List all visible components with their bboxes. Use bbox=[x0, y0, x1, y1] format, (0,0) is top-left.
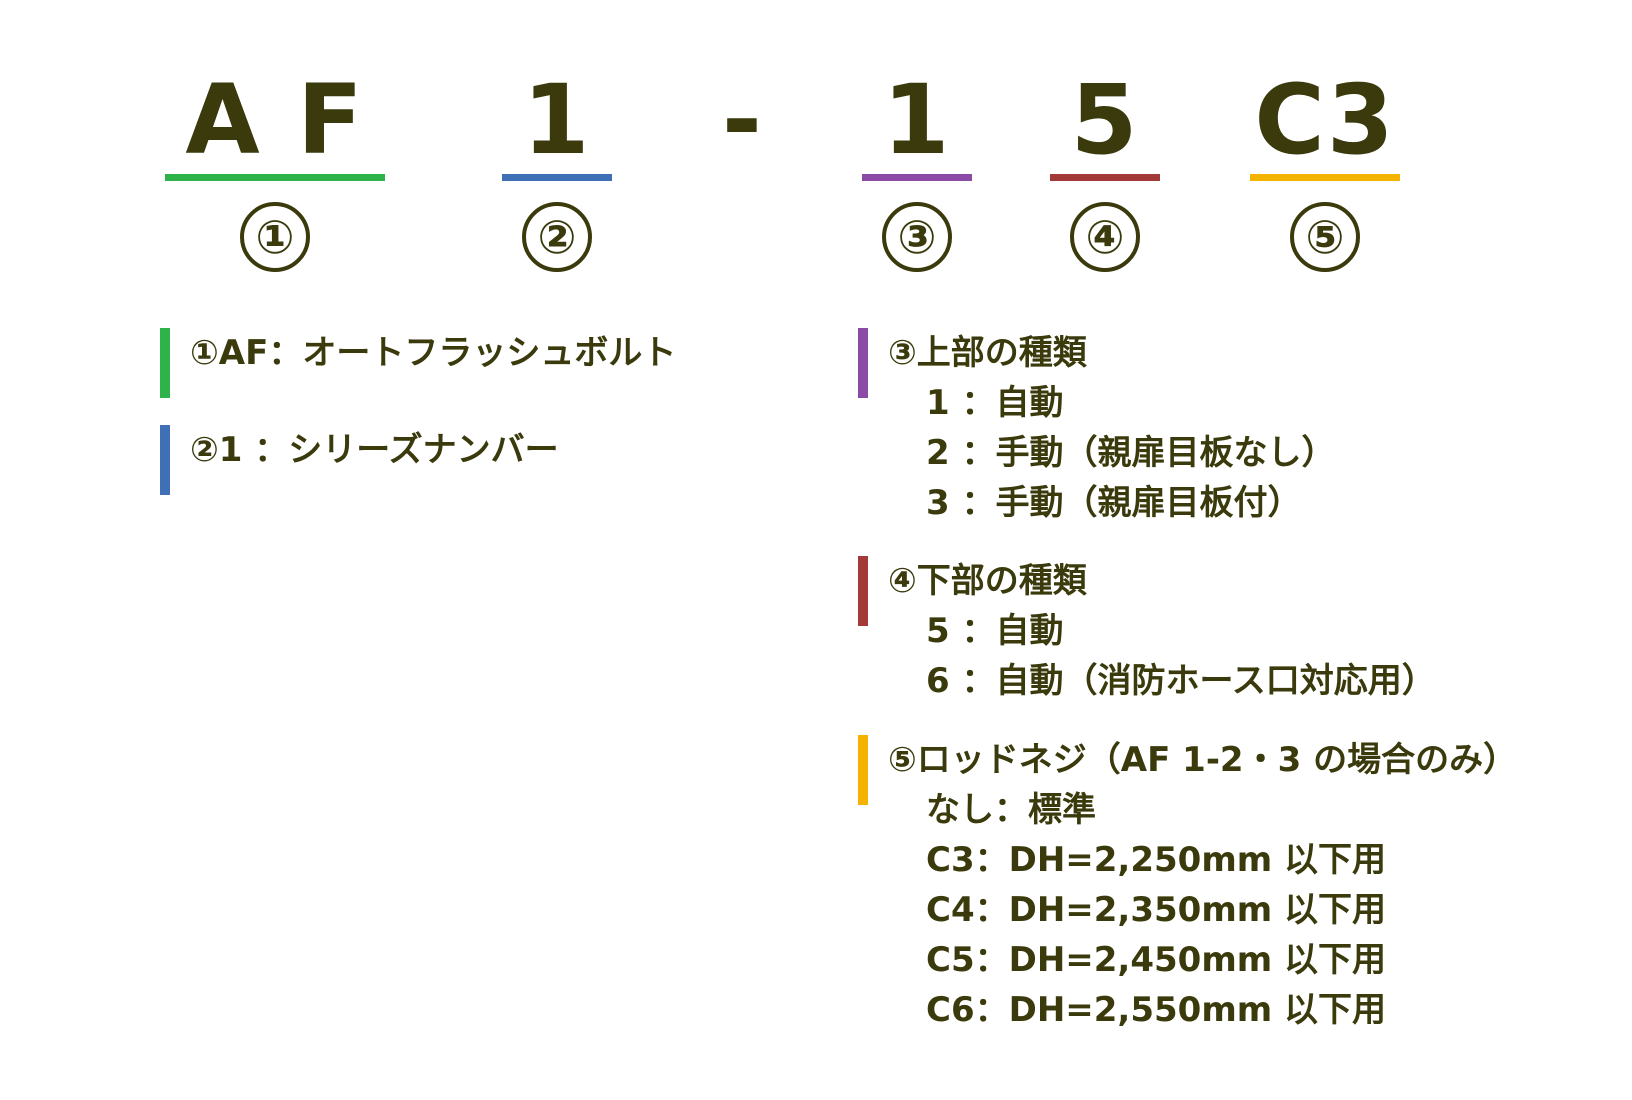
code-underline-4 bbox=[1050, 174, 1160, 181]
section-rod-option: C5：DH=2,450mm 以下用 bbox=[926, 940, 1387, 980]
section-upper-bar bbox=[858, 328, 868, 398]
section-lower-title: ④下部の種類 bbox=[888, 561, 1087, 601]
code-text-lower: 5 bbox=[1070, 64, 1140, 176]
section-lower-bar bbox=[858, 556, 868, 626]
section-upper-option: 1 ：自動 bbox=[926, 383, 1064, 423]
section-rod-option: C4：DH=2,350mm 以下用 bbox=[926, 890, 1387, 930]
section-series-title: ②1 ：シリーズナンバー bbox=[190, 430, 559, 470]
code-part-3: 1 bbox=[862, 70, 972, 190]
marker-3: ③ bbox=[882, 202, 952, 272]
code-underline-5 bbox=[1250, 174, 1400, 181]
section-upper: ③上部の種類 1 ：自動 2 ：手動（親扉目板なし） 3 ：手動（親扉目板付） bbox=[858, 328, 1336, 528]
section-series-bar bbox=[160, 425, 170, 495]
section-af-title: ①AF：オートフラッシュボルト bbox=[190, 333, 677, 373]
section-lower-option: 5 ：自動 bbox=[926, 611, 1064, 651]
code-part-5: C3 bbox=[1250, 70, 1400, 190]
section-af-bar bbox=[160, 328, 170, 398]
code-separator: - bbox=[722, 64, 762, 176]
section-upper-option: 3 ：手動（親扉目板付） bbox=[926, 483, 1302, 523]
section-rod-option: C3：DH=2,250mm 以下用 bbox=[926, 840, 1387, 880]
code-underline-3 bbox=[862, 174, 972, 181]
section-rod-option: C6：DH=2,550mm 以下用 bbox=[926, 990, 1387, 1030]
code-part-4: 5 bbox=[1050, 70, 1160, 190]
section-rod-title: ⑤ロッドネジ（AF 1-2・3 の場合のみ） bbox=[888, 740, 1518, 780]
code-underline-2 bbox=[502, 174, 612, 181]
code-part-1: A F bbox=[165, 70, 385, 190]
section-series: ②1 ：シリーズナンバー bbox=[160, 425, 559, 495]
section-upper-option: 2 ：手動（親扉目板なし） bbox=[926, 433, 1336, 473]
marker-2: ② bbox=[522, 202, 592, 272]
section-lower: ④下部の種類 5 ：自動 6 ：自動（消防ホース口対応用） bbox=[858, 556, 1436, 706]
code-text-rod: C3 bbox=[1254, 64, 1396, 176]
section-rod-bar bbox=[858, 735, 868, 805]
code-text-af: A F bbox=[185, 64, 365, 176]
marker-5: ⑤ bbox=[1290, 202, 1360, 272]
code-part-2: 1 bbox=[502, 70, 612, 190]
marker-1: ① bbox=[240, 202, 310, 272]
code-underline-1 bbox=[165, 174, 385, 181]
code-text-upper: 1 bbox=[882, 64, 952, 176]
section-upper-title: ③上部の種類 bbox=[888, 333, 1087, 373]
code-text-series: 1 bbox=[522, 64, 592, 176]
section-rod: ⑤ロッドネジ（AF 1-2・3 の場合のみ） なし：標準 C3：DH=2,250… bbox=[858, 735, 1517, 1035]
section-lower-option: 6 ：自動（消防ホース口対応用） bbox=[926, 661, 1436, 701]
section-rod-option: なし：標準 bbox=[926, 790, 1096, 830]
section-af: ①AF：オートフラッシュボルト bbox=[160, 328, 677, 398]
marker-4: ④ bbox=[1070, 202, 1140, 272]
